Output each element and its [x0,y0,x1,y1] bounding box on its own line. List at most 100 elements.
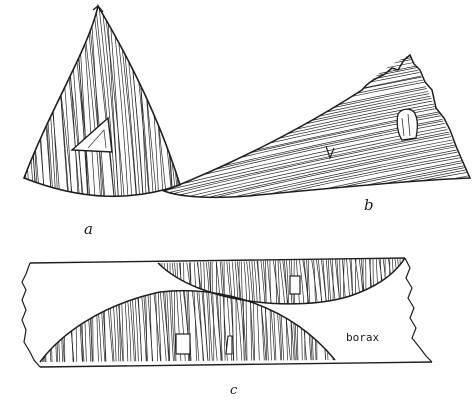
label-b: b [364,198,374,213]
hatch-stroke [150,40,474,110]
hatch-stroke [378,255,385,315]
hatch-stroke [356,255,357,315]
hatch-stroke [150,132,474,202]
hatch-stroke [150,0,173,205]
hatch-stroke [150,60,474,130]
hatch-stroke [308,255,310,315]
hatch-stroke [395,255,401,315]
hatch-stroke [336,280,344,368]
hatch-stroke [385,255,386,315]
crystal-b-sketch [150,40,474,289]
hatch-stroke [340,255,342,315]
hatch-stroke [171,0,192,205]
hatch-stroke [390,255,391,315]
hatch-stroke [311,280,314,368]
hatch-stroke [150,177,474,247]
hatch-stroke [270,255,272,315]
hatch-stroke [22,0,35,205]
hatch-stroke [150,99,474,169]
hatch-stroke [148,0,163,205]
hatch-stroke [150,175,474,245]
crystal-a-sketch [10,0,217,205]
hatch-stroke [150,219,474,289]
hatch-stroke [313,255,315,315]
hatch-stroke [150,195,474,265]
hatch-stroke [316,255,324,315]
hatch-stroke [13,0,30,205]
hatch-stroke [47,280,51,368]
hatch-stroke [179,0,192,205]
hatch-stroke [380,255,384,315]
hatch-stroke [342,255,347,315]
hatch-stroke [82,0,95,205]
hatch-stroke [153,0,177,205]
hatch-stroke [97,280,99,368]
hatch-stroke [369,255,373,315]
hatch-stroke [150,168,474,238]
hatch-stroke [150,107,474,177]
hatch-stroke [120,0,137,205]
hatch-stroke [388,255,394,315]
hatch-stroke [35,280,41,368]
hatch-stroke [328,255,332,315]
hatch-stroke [150,101,474,171]
hatch-stroke [61,280,63,368]
hatch-stroke [150,189,474,259]
hatch-stroke [234,280,242,368]
hatch-stroke [150,43,474,113]
hatch-stroke [313,280,316,368]
hatch-stroke [174,0,197,205]
hatch-stroke [114,280,119,368]
hatch-stroke [20,0,40,205]
hatch-stroke [150,70,474,140]
hatch-stroke [143,280,148,368]
hatch-stroke [150,199,474,269]
hatch-stroke [32,0,45,205]
hatch-stroke [198,280,203,368]
hatch-stroke [210,255,211,315]
hatch-stroke [150,124,474,194]
hatch-stroke [123,280,128,368]
hatch-stroke [190,0,214,205]
hatch-stroke [402,255,410,315]
hatch-stroke [150,160,474,230]
hatch-stroke [150,197,474,267]
hatch-stroke [150,65,474,135]
hatch-stroke [37,280,43,368]
hatch-stroke [404,255,406,315]
hatch-stroke [254,255,258,315]
crystal-c-sketch [22,255,432,368]
hatch-stroke [39,0,53,205]
hatch-stroke [41,280,43,368]
label-borax: borax [346,332,379,343]
hatch-stroke [236,280,237,368]
hatch-stroke [39,280,45,368]
hatch-stroke [332,255,333,315]
hatch-stroke [192,0,211,205]
hatch-stroke [135,0,147,205]
hatch-stroke [74,280,77,368]
hatch-stroke [150,54,474,124]
hatch-stroke [33,0,52,205]
hatch-stroke [143,0,167,205]
label-c: c [230,384,237,397]
hatch-stroke [187,0,202,205]
hatch-stroke [83,280,86,368]
hatch-stroke [28,0,45,205]
hatch-stroke [150,45,474,115]
hatch-stroke [150,205,474,275]
hatch-stroke [278,255,280,315]
hatch-stroke [176,0,198,205]
hatch-stroke [54,280,58,368]
hatch-stroke [150,181,474,251]
hatch-stroke [150,208,474,278]
hatch-stroke [150,183,474,253]
hatch-stroke [181,0,196,205]
hatch-stroke [150,129,474,199]
hatch-stroke [150,192,474,262]
hatch-stroke [150,149,474,219]
hatch-stroke [370,255,371,315]
hatch-stroke [275,255,276,315]
hatch-stroke [70,280,73,368]
